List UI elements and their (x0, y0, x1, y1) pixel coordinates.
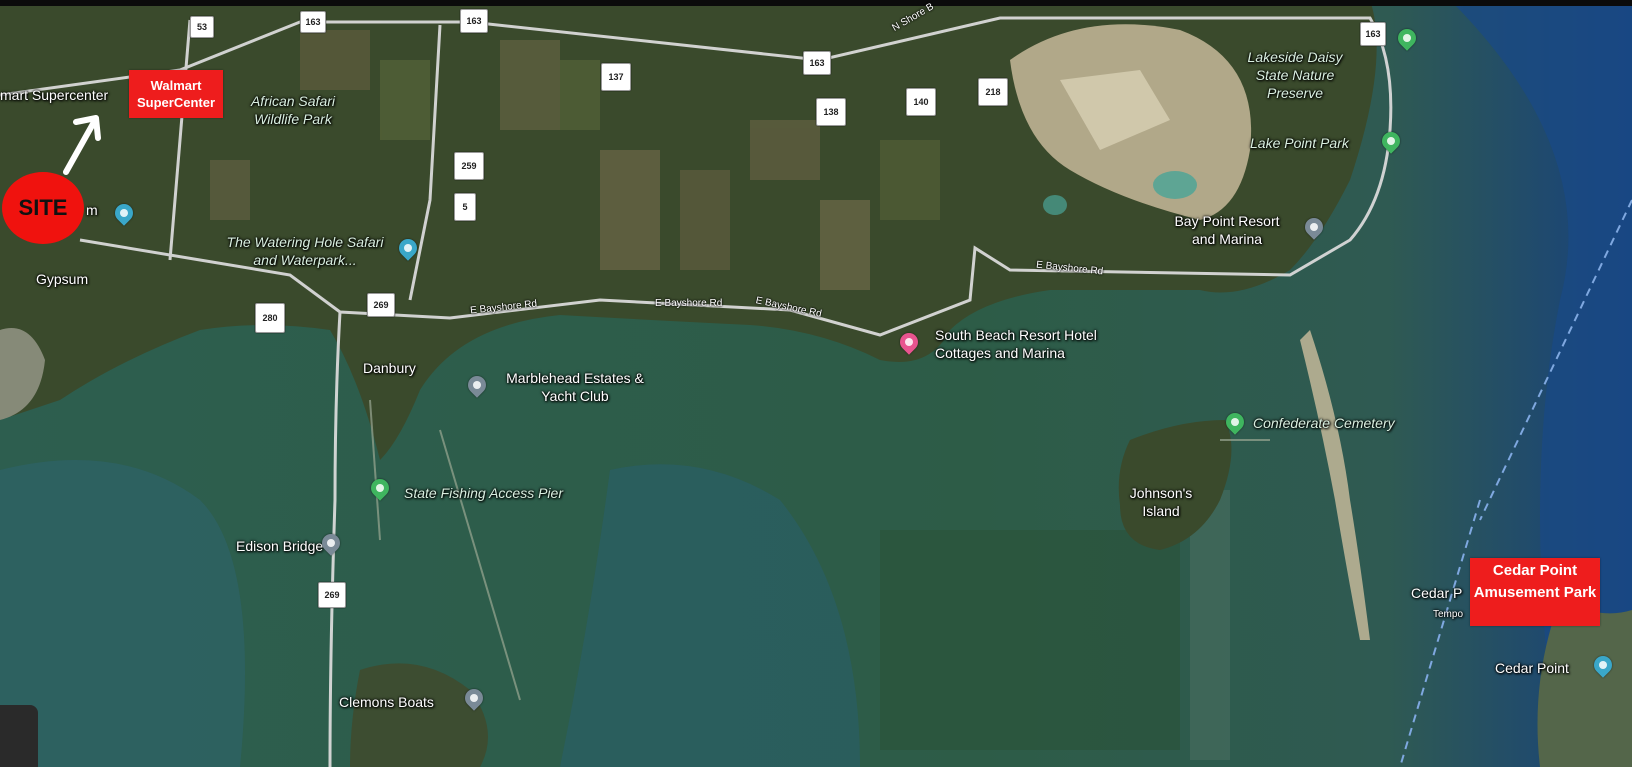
label-johnsons-island[interactable]: Johnson's Island (1129, 485, 1193, 519)
label-lake-point-park[interactable]: Lake Point Park (1250, 135, 1349, 151)
label-south-beach-resort[interactable]: South Beach Resort Hotel Cottages and Ma… (935, 327, 1097, 361)
label-danbury[interactable]: Danbury (363, 360, 416, 376)
map-corner-control[interactable] (0, 705, 38, 767)
label-fragment-m: m (86, 202, 98, 218)
route-shield-269: 269 (367, 293, 395, 317)
route-shield-140: 140 (906, 88, 936, 116)
label-bay-point-resort[interactable]: Bay Point Resort and Marina (1174, 213, 1280, 247)
walmart-callout[interactable]: Walmart SuperCenter (129, 70, 223, 118)
label-cedar-point-partial[interactable]: Cedar P (1411, 585, 1463, 601)
route-shield-163: 163 (300, 11, 326, 33)
label-lakeside-daisy[interactable]: Lakeside Daisy State Nature Preserve (1247, 49, 1343, 101)
label-cedar-point-temp: Tempo (1433, 609, 1464, 620)
route-shield-259: 259 (454, 152, 484, 180)
route-shield-137: 137 (601, 63, 631, 91)
road-label-e-bayshore-2: E Bayshore Rd (655, 298, 723, 309)
label-african-safari[interactable]: African Safari Wildlife Park (250, 93, 336, 127)
label-gypsum[interactable]: Gypsum (36, 271, 89, 287)
label-confederate-cemetery[interactable]: Confederate Cemetery (1253, 415, 1395, 431)
route-shield-5: 5 (454, 193, 476, 221)
route-shield-269: 269 (318, 582, 346, 608)
label-edison-bridge[interactable]: Edison Bridge (236, 538, 324, 554)
route-shield-53: 53 (190, 16, 214, 38)
label-clemons-boats[interactable]: Clemons Boats (339, 694, 434, 710)
site-marker[interactable]: SITE (2, 172, 84, 244)
label-cedar-point[interactable]: Cedar Point (1495, 660, 1569, 676)
label-state-fishing-pier[interactable]: State Fishing Access Pier (404, 485, 563, 501)
route-shield-218: 218 (978, 78, 1008, 106)
cedar-point-callout[interactable]: Cedar Point Amusement Park (1470, 558, 1600, 626)
label-marblehead-estates[interactable]: Marblehead Estates & Yacht Club (506, 370, 644, 404)
label-walmart-supercenter[interactable]: mart Supercenter (0, 87, 109, 103)
route-shield-280: 280 (255, 303, 285, 333)
route-shield-138: 138 (816, 98, 846, 126)
label-watering-hole[interactable]: The Watering Hole Safari and Waterpark..… (226, 234, 384, 268)
route-shield-163: 163 (1360, 22, 1386, 46)
site-arrow-icon (63, 115, 101, 175)
route-shield-163: 163 (803, 51, 831, 75)
route-shield-163: 163 (460, 9, 488, 33)
